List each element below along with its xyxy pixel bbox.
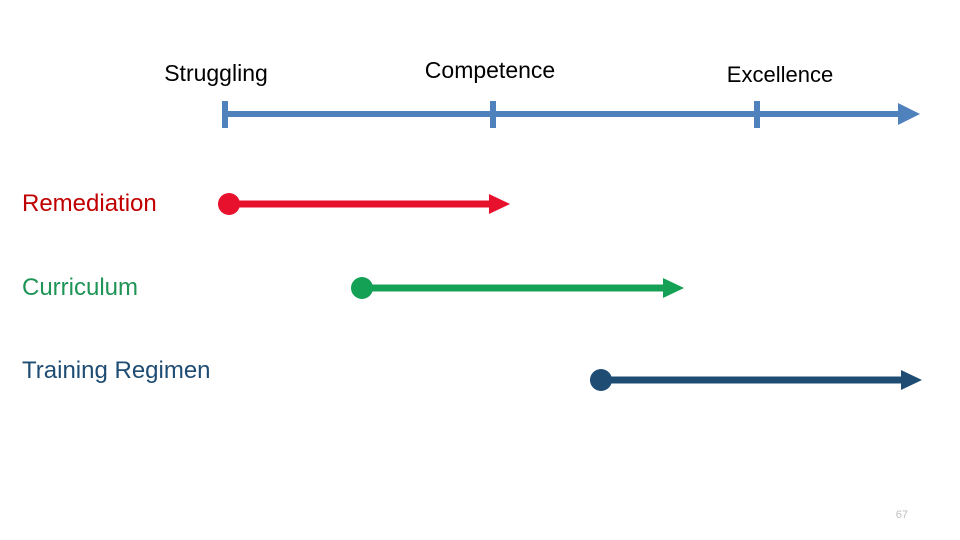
remediation-arrow <box>218 193 510 215</box>
curriculum-arrow-start-dot <box>351 277 373 299</box>
page-number: 67 <box>895 509 908 521</box>
stage-label-excellence: Excellence <box>726 62 834 87</box>
competence-scale <box>222 101 920 128</box>
scale-arrowhead <box>898 103 920 125</box>
curriculum-arrowhead <box>663 278 684 298</box>
row-label-training-regimen: Training Regimen <box>22 357 211 384</box>
training-regimen-arrow-start-dot <box>590 369 612 391</box>
training-regimen-arrowhead <box>901 370 922 390</box>
remediation-arrowhead <box>489 194 510 214</box>
row-label-remediation: Remediation <box>22 190 157 217</box>
training-regimen-arrow <box>590 369 922 391</box>
stage-label-competence: Competence <box>424 57 556 83</box>
curriculum-arrow <box>351 277 684 299</box>
remediation-arrow-start-dot <box>218 193 240 215</box>
stage-label-struggling: Struggling <box>164 60 268 86</box>
row-label-curriculum: Curriculum <box>22 274 139 301</box>
